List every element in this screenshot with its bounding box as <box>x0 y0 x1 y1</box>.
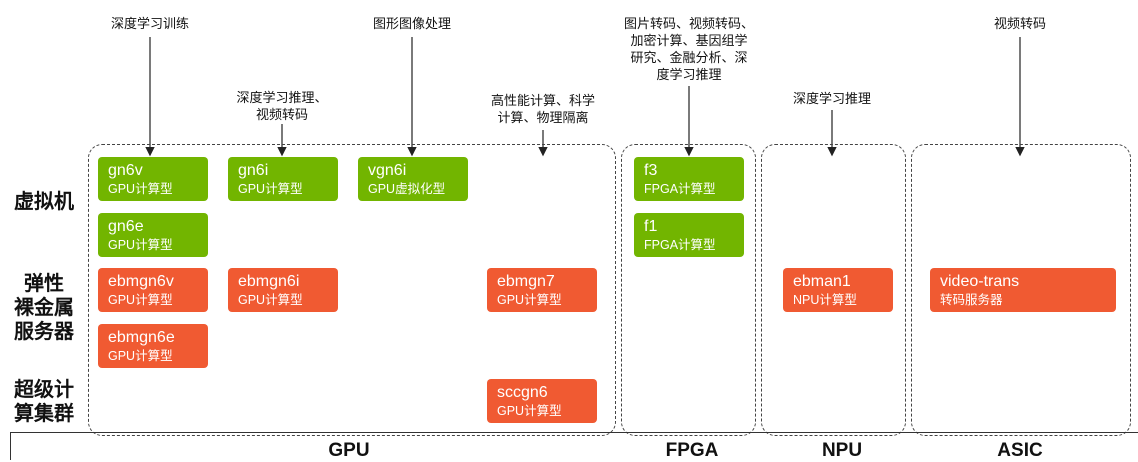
instance-type: GPU计算型 <box>108 182 173 196</box>
instance-name: gn6e <box>108 218 144 235</box>
instance-name: sccgn6 <box>497 384 548 401</box>
instance-name: f1 <box>644 218 658 235</box>
instance-card-gn6i: gn6i GPU计算型 <box>228 157 338 201</box>
category-label-asic: ASIC <box>997 440 1043 461</box>
fpga-group-box <box>621 144 756 436</box>
instance-card-vgn6i: vgn6i GPU虚拟化型 <box>358 157 468 201</box>
instance-name: gn6v <box>108 162 143 179</box>
row-label-vm: 虚拟机 <box>14 191 74 213</box>
annotation-graphics: 图形图像处理 <box>372 16 452 31</box>
instance-card-ebmgn7: ebmgn7 GPU计算型 <box>487 268 597 312</box>
instance-card-ebmgn6i: ebmgn6i GPU计算型 <box>228 268 338 312</box>
instance-type: GPU计算型 <box>108 293 173 307</box>
instance-card-sccgn6: sccgn6 GPU计算型 <box>487 379 597 423</box>
gpu-group-box <box>88 144 616 436</box>
instance-type: GPU计算型 <box>497 404 562 418</box>
instance-card-ebman1: ebman1 NPU计算型 <box>783 268 893 312</box>
asic-group-box <box>911 144 1131 436</box>
instance-name: gn6i <box>238 162 269 179</box>
instance-name: ebmgn7 <box>497 273 555 290</box>
instance-type: GPU计算型 <box>497 293 562 307</box>
instance-card-f1: f1 FPGA计算型 <box>634 213 744 257</box>
annotation-dl-training: 深度学习训练 <box>110 16 190 31</box>
instance-card-gn6e: gn6e GPU计算型 <box>98 213 208 257</box>
instance-type: FPGA计算型 <box>644 182 716 196</box>
instance-type: FPGA计算型 <box>644 238 716 252</box>
instance-type: GPU计算型 <box>238 182 303 196</box>
instance-type: GPU计算型 <box>108 238 173 252</box>
instance-type: NPU计算型 <box>793 293 857 307</box>
category-label-fpga: FPGA <box>665 440 719 461</box>
instance-name: ebman1 <box>793 273 851 290</box>
instance-type: GPU虚拟化型 <box>368 182 446 196</box>
instance-name: ebmgn6e <box>108 329 175 346</box>
baseline-divider <box>10 432 1138 433</box>
instance-card-video-trans: video-trans 转码服务器 <box>930 268 1116 312</box>
category-label-gpu: GPU <box>328 440 370 461</box>
baseline-tick <box>10 432 11 460</box>
category-label-npu: NPU <box>821 440 863 461</box>
annotation-asic-uses: 视频转码 <box>993 16 1047 31</box>
instance-type: GPU计算型 <box>238 293 303 307</box>
instance-card-ebmgn6e: ebmgn6e GPU计算型 <box>98 324 208 368</box>
instance-name: ebmgn6i <box>238 273 300 290</box>
annotation-npu-uses: 深度学习推理 <box>792 91 872 106</box>
instance-card-gn6v: gn6v GPU计算型 <box>98 157 208 201</box>
instance-name: ebmgn6v <box>108 273 174 290</box>
instance-name: video-trans <box>940 273 1020 290</box>
npu-group-box <box>761 144 906 436</box>
annotation-fpga-uses: 图片转码、视频转码、 加密计算、基因组学 研究、金融分析、深 度学习推理 <box>623 16 755 82</box>
instance-name: vgn6i <box>368 162 407 179</box>
annotation-dl-inference-video: 深度学习推理、 视频转码 <box>236 90 328 122</box>
row-label-scc: 超级计 算集群 <box>14 379 74 425</box>
annotation-hpc: 高性能计算、科学 计算、物理隔离 <box>490 93 596 125</box>
instance-card-ebmgn6v: ebmgn6v GPU计算型 <box>98 268 208 312</box>
row-label-bare-metal: 弹性 裸金属 服务器 <box>14 273 74 343</box>
instance-type: 转码服务器 <box>940 293 1003 307</box>
instance-card-f3: f3 FPGA计算型 <box>634 157 744 201</box>
instance-type: GPU计算型 <box>108 349 173 363</box>
instance-name: f3 <box>644 162 658 179</box>
